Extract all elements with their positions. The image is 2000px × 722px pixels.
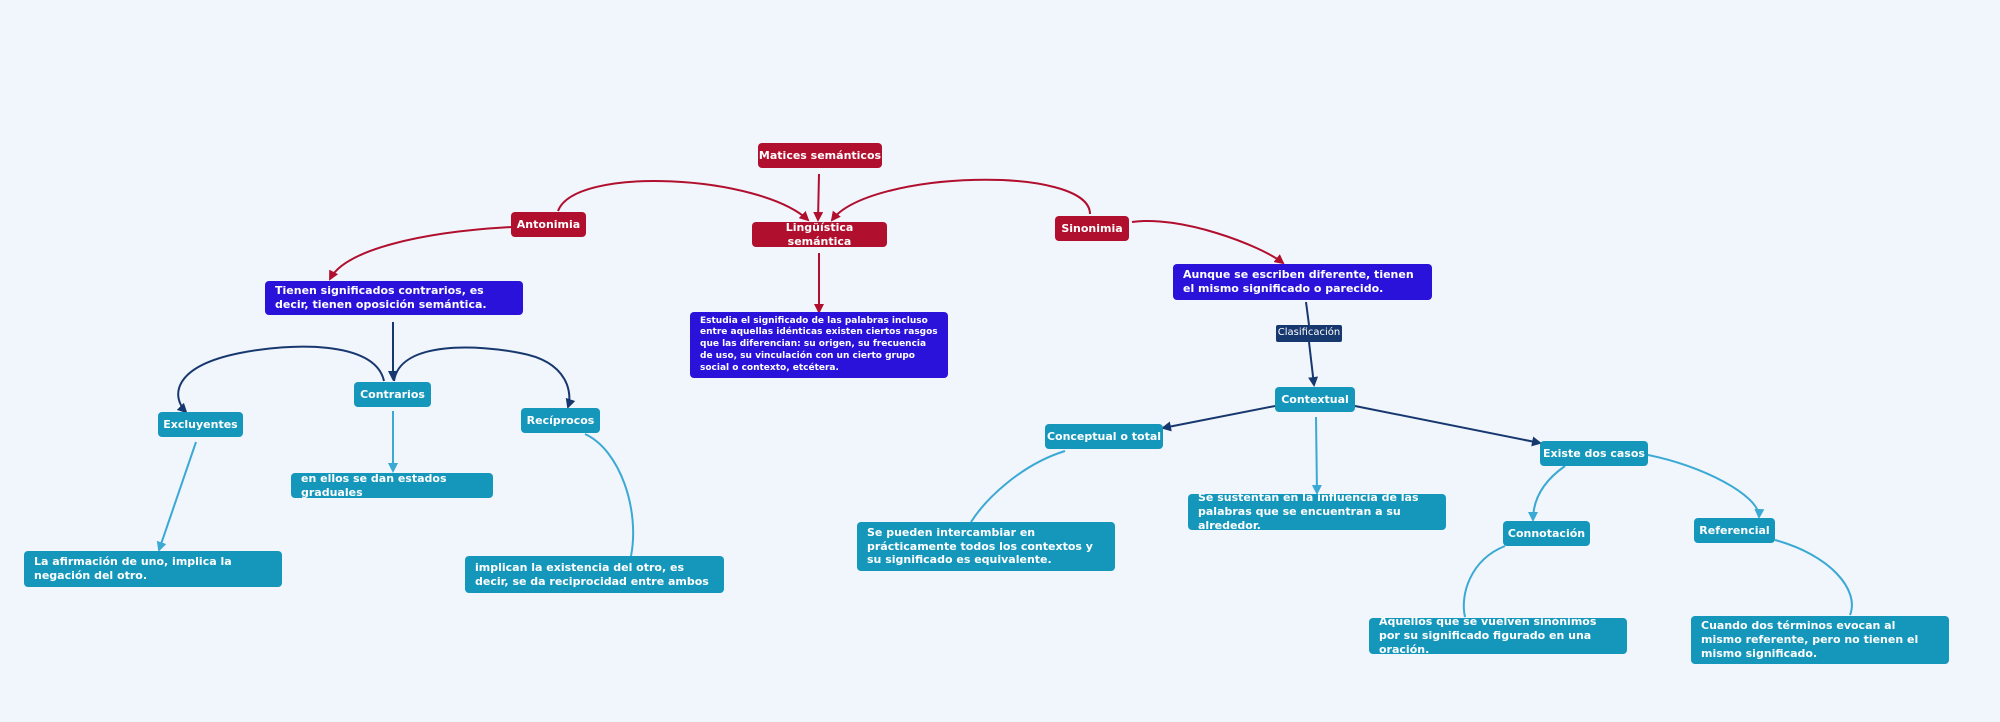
node-contrarios[interactable]: Contrarios xyxy=(354,382,431,407)
edge-connotacion-desc xyxy=(1462,545,1506,618)
node-contextual-descripcion[interactable]: Se sustentan en la influencia de las pal… xyxy=(1188,491,1446,532)
node-reciprocos[interactable]: Recíprocos xyxy=(521,408,600,433)
node-connotacion-descripcion[interactable]: Aquellos que se vuelven sinónimos por su… xyxy=(1369,615,1627,656)
node-antonimia[interactable]: Antonimia xyxy=(511,212,586,237)
edge-sinonimia-clasificacion xyxy=(1305,301,1310,326)
edge-existe-connotacion xyxy=(1528,465,1566,522)
node-excluyentes[interactable]: Excluyentes xyxy=(158,412,243,437)
edge-matices-linguistica xyxy=(813,173,824,222)
node-contextual[interactable]: Contextual xyxy=(1275,387,1355,412)
edge-excluyentes-desc xyxy=(156,441,197,552)
node-existe-dos-casos[interactable]: Existe dos casos xyxy=(1540,441,1648,466)
edge-contextual-existe xyxy=(1354,405,1542,447)
node-linguistica-semantica[interactable]: Lingüística semántica xyxy=(752,221,887,248)
node-referencial-descripcion[interactable]: Cuando dos términos evocan al mismo refe… xyxy=(1691,616,1949,664)
node-conceptual-total[interactable]: Conceptual o total xyxy=(1045,424,1163,449)
edge-sinonimia-linguistica xyxy=(830,178,1091,222)
edge-clasificacion-contextual xyxy=(1308,341,1319,387)
edge-referencial-desc xyxy=(1774,539,1853,616)
edge-contextual-desc xyxy=(1311,416,1322,495)
node-matices-semanticos[interactable]: Matices semánticos xyxy=(758,143,882,168)
node-contrarios-descripcion[interactable]: en ellos se dan estados graduales xyxy=(291,472,493,499)
edge-antonimia-desc xyxy=(329,226,513,281)
node-referencial[interactable]: Referencial xyxy=(1694,518,1775,543)
edge-antonimia-linguistica xyxy=(557,180,810,222)
edge-existe-referencial xyxy=(1647,454,1765,519)
node-reciprocos-descripcion[interactable]: implican la existencia del otro, es deci… xyxy=(465,556,724,593)
edge-contextual-conceptual xyxy=(1161,405,1276,432)
edge-conceptual-desc xyxy=(970,450,1066,523)
node-clasificacion-label[interactable]: Clasificación xyxy=(1276,325,1342,342)
node-excluyentes-descripcion[interactable]: La afirmación de uno, implica la negació… xyxy=(24,551,282,587)
node-sinonimia-descripcion[interactable]: Aunque se escriben diferente, tienen el … xyxy=(1173,264,1432,300)
node-connotacion[interactable]: Connotación xyxy=(1503,521,1590,546)
edge-contrarios-excluyentes xyxy=(176,345,385,414)
node-sinonimia[interactable]: Sinonimia xyxy=(1055,216,1129,241)
node-conceptual-descripcion[interactable]: Se pueden intercambiar en prácticamente … xyxy=(857,522,1115,571)
node-linguistica-descripcion[interactable]: Estudia el significado de las palabras i… xyxy=(690,312,948,378)
edge-sinonimia-desc xyxy=(1131,220,1285,265)
node-antonimia-descripcion[interactable]: Tienen significados contrarios, es decir… xyxy=(265,281,523,315)
edge-contrarios-reciprocos xyxy=(393,346,576,409)
edge-reciprocos-desc xyxy=(584,433,635,557)
